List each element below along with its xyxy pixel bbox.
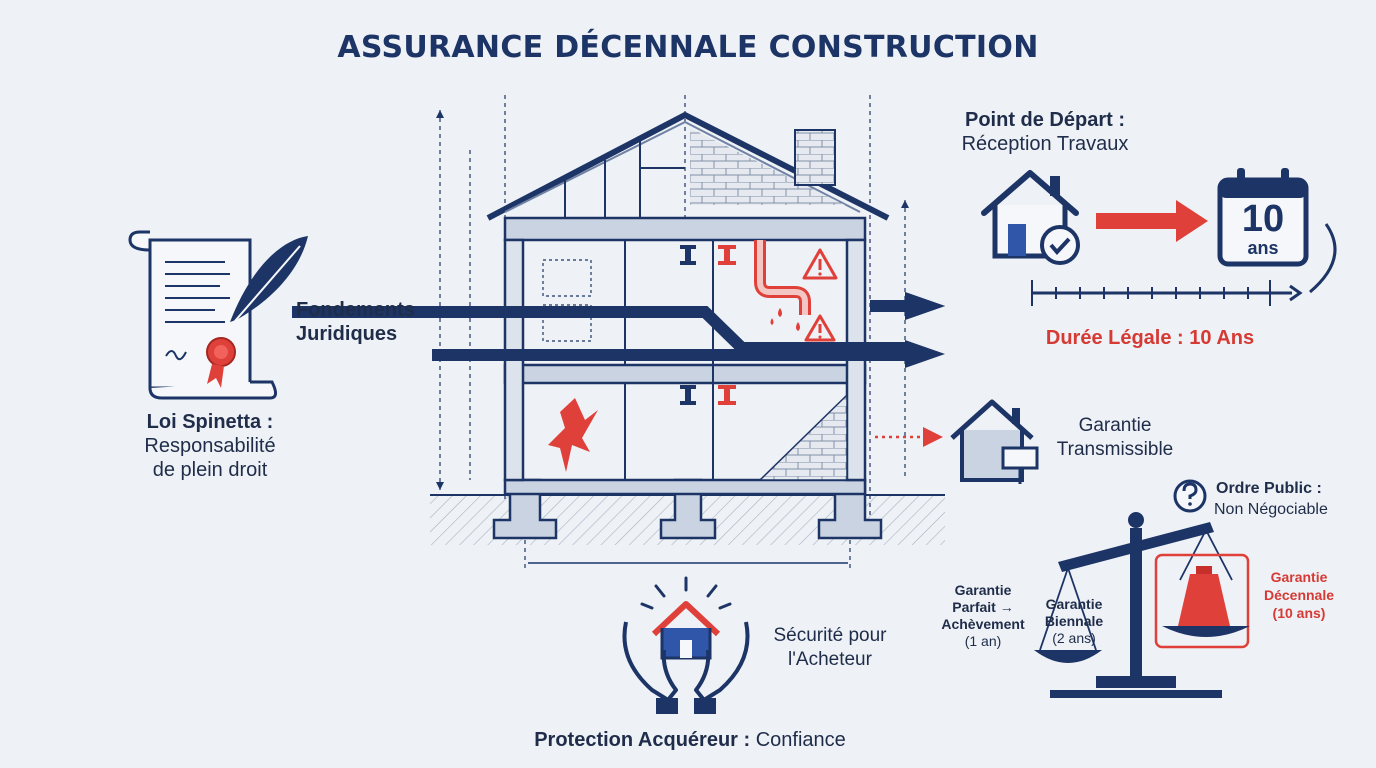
duree-legale-label: Durée Légale : 10 Ans [1045,327,1255,349]
biennale-line3: (2 ans) [1052,630,1096,646]
decennale-line3: (10 ans) [1272,605,1326,621]
house-check-icon [981,170,1080,265]
depart-subtitle: Réception Travaux [961,133,1129,155]
fondements-arrows [292,292,945,368]
loi-spinetta-label: Loi Spinetta : Responsabilité de plein d… [100,410,320,482]
fondements-line2: Juridiques [296,323,398,345]
timeline [1031,223,1337,306]
securite-line1: Sécurité pour [773,625,887,646]
loi-line2: de plein droit [152,459,268,481]
parfait-line4: (1 an) [964,633,1002,649]
biennale-line2: Biennale [1044,613,1104,629]
garantie-transmissible-label: Garantie Transmissible [1040,414,1190,462]
securite-line2: l'Acheteur [788,649,872,670]
loi-title: Loi Spinetta : [146,411,274,433]
warning-icon [802,248,838,280]
ordre-title: Ordre Public : [1216,480,1322,497]
decennale-line2: Décennale [1263,587,1335,603]
calendar-icon [1217,168,1309,267]
garantie-biennale-label: Garantie Biennale (2 ans) [1034,596,1114,647]
house-cross-section [292,95,945,570]
ordre-public-label: Ordre Public : Non Négociable [1214,478,1328,520]
calendar-unit: ans [1247,238,1279,258]
quill-feather-icon [221,236,308,337]
parfait-line2: Parfait → [952,599,1014,615]
biennale-line1: Garantie [1045,596,1103,612]
balance-scale-icon [1034,512,1250,698]
protection-rest: Confiance [750,729,846,751]
ordre-subtitle: Non Négociable [1214,501,1328,518]
transmissible-line1: Garantie [1078,415,1152,436]
page-title: ASSURANCE DÉCENNALE CONSTRUCTION [337,30,1039,65]
depart-title: Point de Départ : [964,109,1125,131]
transmissible-line2: Transmissible [1056,439,1174,460]
hands-house-icon [622,576,750,714]
protection-bold: Protection Acquéreur : [534,729,751,751]
scroll-document-icon [128,230,277,400]
loi-line1: Responsabilité [144,435,276,457]
fondements-label: Fondements Juridiques [296,298,415,346]
parfait-arrow: → [999,599,1014,615]
securite-label: Sécurité pour l'Acheteur [755,624,905,672]
question-icon [1173,479,1207,513]
warning-icon [804,314,836,342]
garantie-decennale-label: Garantie Décennale (10 ans) [1248,568,1350,622]
calendar-number: 10 [1241,198,1285,240]
red-arrow [1096,200,1208,242]
protection-label: Protection Acquéreur : Confiance [430,728,950,752]
parfait-line1: Garantie [954,582,1012,598]
house-sign-icon [950,399,1039,484]
garantie-parfait-label: Garantie Parfait → Achèvement (1 an) [928,582,1038,650]
point-depart-label: Point de Départ : Réception Travaux [930,108,1160,156]
parfait-line3: Achèvement [941,616,1025,632]
decennale-line1: Garantie [1270,569,1328,585]
fondements-line1: Fondements [296,299,415,321]
crack-icon [548,398,598,472]
